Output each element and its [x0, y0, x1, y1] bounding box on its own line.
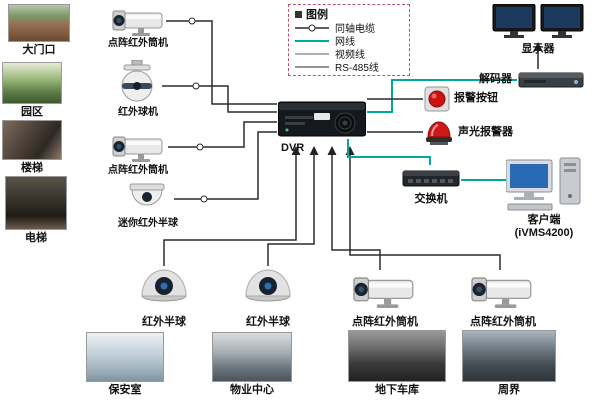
photo-underground-garage — [348, 330, 446, 382]
legend-icon — [295, 10, 302, 18]
camera-label: 红外半球 — [246, 316, 290, 328]
wire-dome1-dvr — [163, 146, 301, 266]
legend-box: 图例 同轴电缆 网线 视频线 RS-485线 — [288, 4, 410, 76]
video-line-sample-icon — [295, 52, 329, 55]
mini-dome-camera-icon — [122, 182, 172, 216]
decoder-device — [518, 70, 584, 90]
camera-label: 迷你红外半球 — [118, 218, 178, 229]
dome-camera-icon — [244, 266, 292, 302]
legend-item-label: RS-485线 — [335, 63, 379, 74]
wire-bullet3-dvr — [327, 146, 381, 270]
dvr-device — [278, 98, 366, 140]
site-label: 大门口 — [22, 44, 56, 56]
photo-guard-room — [86, 332, 164, 382]
photo-elevator — [5, 176, 67, 230]
wire-cam3-dvr — [168, 121, 277, 148]
camera-label: 红外球机 — [118, 107, 158, 118]
coax-connector-icon — [196, 143, 204, 151]
legend-item-coax: 同轴电缆 — [295, 21, 409, 35]
legend-item-label: 视频线 — [335, 50, 365, 61]
site-label: 楼梯 — [21, 162, 43, 174]
wire-cam4-dvr — [174, 131, 277, 200]
photo-property-center — [212, 332, 292, 382]
legend-title-row: 图例 — [295, 7, 409, 21]
legend-item-video: 视频线 — [295, 47, 409, 61]
photo-stairs — [2, 120, 62, 160]
photo-main-gate — [8, 4, 70, 42]
site-label: 物业中心 — [230, 384, 274, 396]
wire-cam1-dvr — [166, 20, 277, 105]
client-sublabel: (iVMS4200) — [514, 227, 574, 239]
photo-campus — [2, 62, 62, 104]
ptz-ball-camera-icon — [114, 60, 160, 104]
coax-connector-icon — [200, 195, 208, 203]
network-line-sample-icon — [295, 39, 329, 42]
site-label: 保安室 — [108, 384, 142, 396]
wire-dvr-switch — [347, 139, 431, 165]
wire-dome2-dvr — [267, 146, 319, 266]
camera-label: 点阵红外筒机 — [108, 38, 168, 49]
monitor-pair-icon — [492, 4, 584, 42]
legend-item-network: 网线 — [295, 34, 409, 48]
camera-label: 红外半球 — [142, 316, 186, 328]
site-label: 园区 — [21, 106, 43, 118]
wire-cam2-dvr — [162, 85, 277, 113]
bullet-camera-icon — [466, 272, 538, 308]
camera-label: 点阵红外筒机 — [470, 316, 536, 328]
camera-label: 点阵红外筒机 — [352, 316, 418, 328]
rs485-line-sample-icon — [295, 66, 329, 67]
legend-item-label: 网线 — [335, 37, 355, 48]
site-label: 周界 — [498, 384, 520, 396]
alarm-button-device — [424, 86, 450, 112]
client-label: 客户端 — [527, 214, 561, 226]
bullet-camera-icon — [348, 272, 420, 308]
legend-title: 图例 — [306, 9, 328, 21]
alarm-button-label: 报警按钮 — [454, 92, 498, 104]
legend-item-label: 同轴电缆 — [335, 24, 375, 35]
photo-perimeter — [462, 330, 556, 382]
decoder-label: 解码器 — [479, 73, 512, 85]
coax-connector-icon — [188, 17, 196, 25]
client-workstation-icon — [506, 156, 582, 212]
bullet-camera-icon — [108, 6, 168, 36]
coax-line-sample-icon — [295, 24, 329, 31]
coax-connector-icon — [192, 82, 200, 90]
switch-label: 交换机 — [414, 193, 448, 205]
dvr-label: DVR — [281, 142, 305, 154]
siren-label: 声光报警器 — [458, 126, 513, 138]
site-label: 地下车库 — [375, 384, 419, 396]
switch-device — [402, 166, 460, 190]
siren-device — [424, 116, 454, 148]
wire-decoder-dvr — [367, 79, 517, 113]
legend-item-rs485: RS-485线 — [295, 60, 409, 74]
camera-label: 点阵红外筒机 — [108, 165, 168, 176]
bullet-camera-icon — [108, 132, 168, 162]
wire-bullet4-dvr — [345, 146, 501, 270]
monitor-label: 显示器 — [521, 43, 555, 55]
dome-camera-icon — [140, 266, 188, 302]
site-label: 电梯 — [25, 232, 47, 244]
